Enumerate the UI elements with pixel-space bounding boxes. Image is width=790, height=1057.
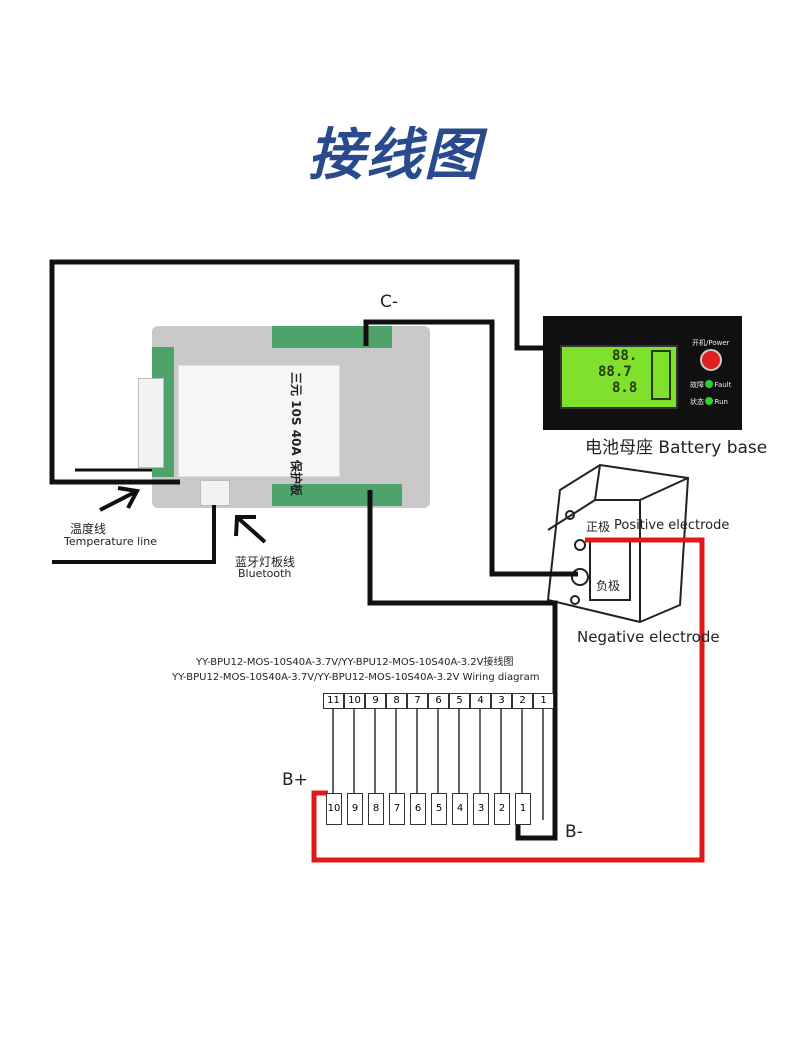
pin-9: 9 [365, 693, 386, 709]
label-bluetooth-cn: 蓝牙灯板线 [235, 555, 296, 569]
label-b-plus: B+ [282, 770, 308, 790]
wire-bluetooth [52, 505, 216, 564]
pin-10: 10 [344, 693, 365, 709]
pin-1: 1 [533, 693, 554, 709]
cell-3: 3 [473, 793, 489, 825]
fault-led [705, 380, 713, 388]
bluetooth-connector [200, 480, 230, 506]
label-b-minus: B- [565, 822, 583, 842]
wire-b-minus [367, 490, 558, 841]
pin-2: 2 [512, 693, 533, 709]
caption-en: YY-BPU12-MOS-10S40A-3.7V/YY-BPU12-MOS-10… [172, 672, 540, 683]
label-negative-en: Negative electrode [577, 628, 720, 646]
lcd-value-2: 88.7 [598, 364, 632, 380]
pin-5: 5 [449, 693, 470, 709]
pin-3: 3 [491, 693, 512, 709]
cell-1: 1 [515, 793, 531, 825]
lcd-value-3: 8.8 [612, 380, 638, 396]
label-positive-cn: 正极 [586, 520, 611, 534]
cell-10: 10 [326, 793, 342, 825]
lcd-battery-icon [651, 350, 671, 400]
pin-4: 4 [470, 693, 491, 709]
balance-connector [138, 378, 164, 468]
caption-cn: YY-BPU12-MOS-10S40A-3.7V/YY-BPU12-MOS-10… [196, 657, 514, 668]
label-temperature-cn: 温度线 [70, 522, 107, 536]
cell-6: 6 [410, 793, 426, 825]
label-positive-en: Positive electrode [614, 518, 730, 533]
label-c-minus: C- [380, 292, 399, 312]
wire-c-minus [363, 319, 578, 577]
arrow-temperature [99, 486, 141, 512]
wire-monitor-loop [49, 259, 545, 485]
cell-4: 4 [452, 793, 468, 825]
label-battery-base: 电池母座 Battery base [585, 438, 768, 458]
cell-2: 2 [494, 793, 510, 825]
lcd-value-1: 88. [612, 348, 638, 364]
lcd-display [560, 345, 678, 409]
board-label-sticker [178, 365, 340, 477]
power-button[interactable] [700, 349, 722, 371]
pin-8: 8 [386, 693, 407, 709]
wire-b-plus [311, 537, 705, 863]
pin-6: 6 [428, 693, 449, 709]
battery-base-drawing [546, 463, 690, 624]
label-bluetooth-en: Bluetooth [238, 567, 292, 580]
page-title: 接线图 [308, 123, 482, 188]
label-temperature-en: Temperature line [64, 535, 158, 548]
arrow-bluetooth [234, 515, 267, 544]
pin-7: 7 [407, 693, 428, 709]
run-led [705, 397, 713, 405]
label-negative-cn: 负极 [596, 579, 621, 593]
cell-8: 8 [368, 793, 384, 825]
power-label: 开机/Power [692, 339, 730, 347]
cell-5: 5 [431, 793, 447, 825]
cell-7: 7 [389, 793, 405, 825]
cell-9: 9 [347, 793, 363, 825]
board-pcb-top [272, 326, 392, 348]
cell-wires [332, 707, 544, 820]
pin-11: 11 [323, 693, 344, 709]
